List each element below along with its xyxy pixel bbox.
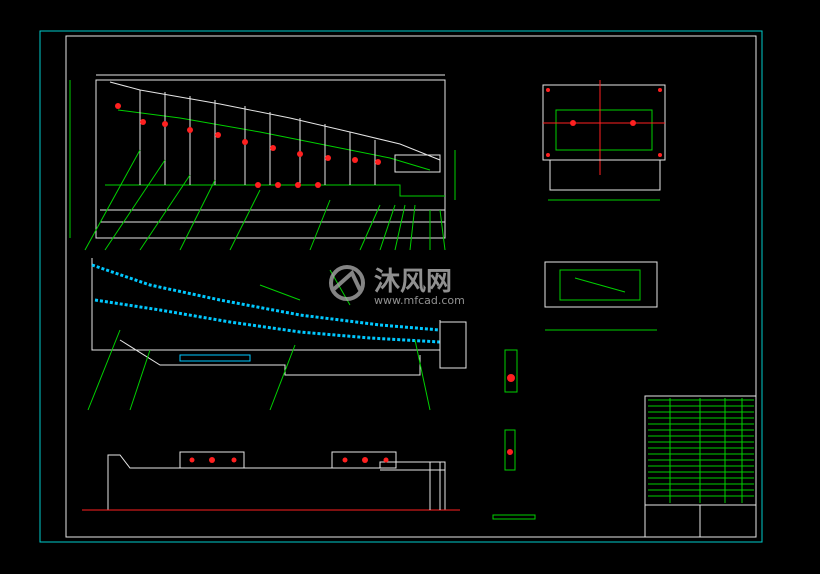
top-view-bottom-rail (100, 209, 445, 223)
right-middle-detail (559, 269, 641, 301)
detail-b-mark (507, 449, 513, 455)
outer-frame (39, 30, 763, 543)
top-view-right-block (394, 154, 441, 173)
side-view-upper-curve (91, 263, 441, 332)
side-view-lower-curve (94, 298, 441, 344)
side-view-block (179, 354, 251, 362)
right-top-base (549, 159, 661, 191)
drawing-border (39, 30, 763, 543)
bottom-view-outline (107, 454, 446, 511)
right-side-views (504, 80, 666, 471)
main-top-view (69, 74, 456, 251)
scale-bar (492, 514, 536, 520)
bottom-view-right-step (380, 462, 445, 510)
title-block (492, 395, 757, 538)
watermark: 沐风网 www.mfcad.com (329, 265, 465, 307)
detail-section-a (504, 349, 518, 393)
top-view-red-holes (115, 103, 381, 188)
top-view-base (105, 184, 445, 197)
side-view-right-box (439, 321, 467, 369)
top-view-outline (95, 79, 446, 239)
right-top-red-holes (546, 88, 662, 157)
top-view-verticals (139, 90, 376, 185)
watermark-url: www.mfcad.com (374, 294, 465, 307)
detail-section-b (504, 429, 516, 471)
inner-frame (65, 35, 757, 538)
top-view-taper-inner (117, 109, 431, 171)
bottom-elevation-view (82, 451, 460, 511)
right-middle-frame (544, 261, 658, 308)
detail-a-mark (507, 374, 515, 382)
mfcad-logo (329, 265, 365, 301)
watermark-title: 沐风网 (374, 267, 452, 297)
top-view-leaders (84, 149, 446, 251)
bottom-view-red-holes (189, 457, 389, 463)
bottom-pad-right (331, 451, 397, 469)
parts-list-rows (648, 398, 754, 503)
bottom-pad-left (179, 451, 245, 469)
right-top-inner (555, 109, 653, 151)
side-view-base (119, 339, 421, 376)
